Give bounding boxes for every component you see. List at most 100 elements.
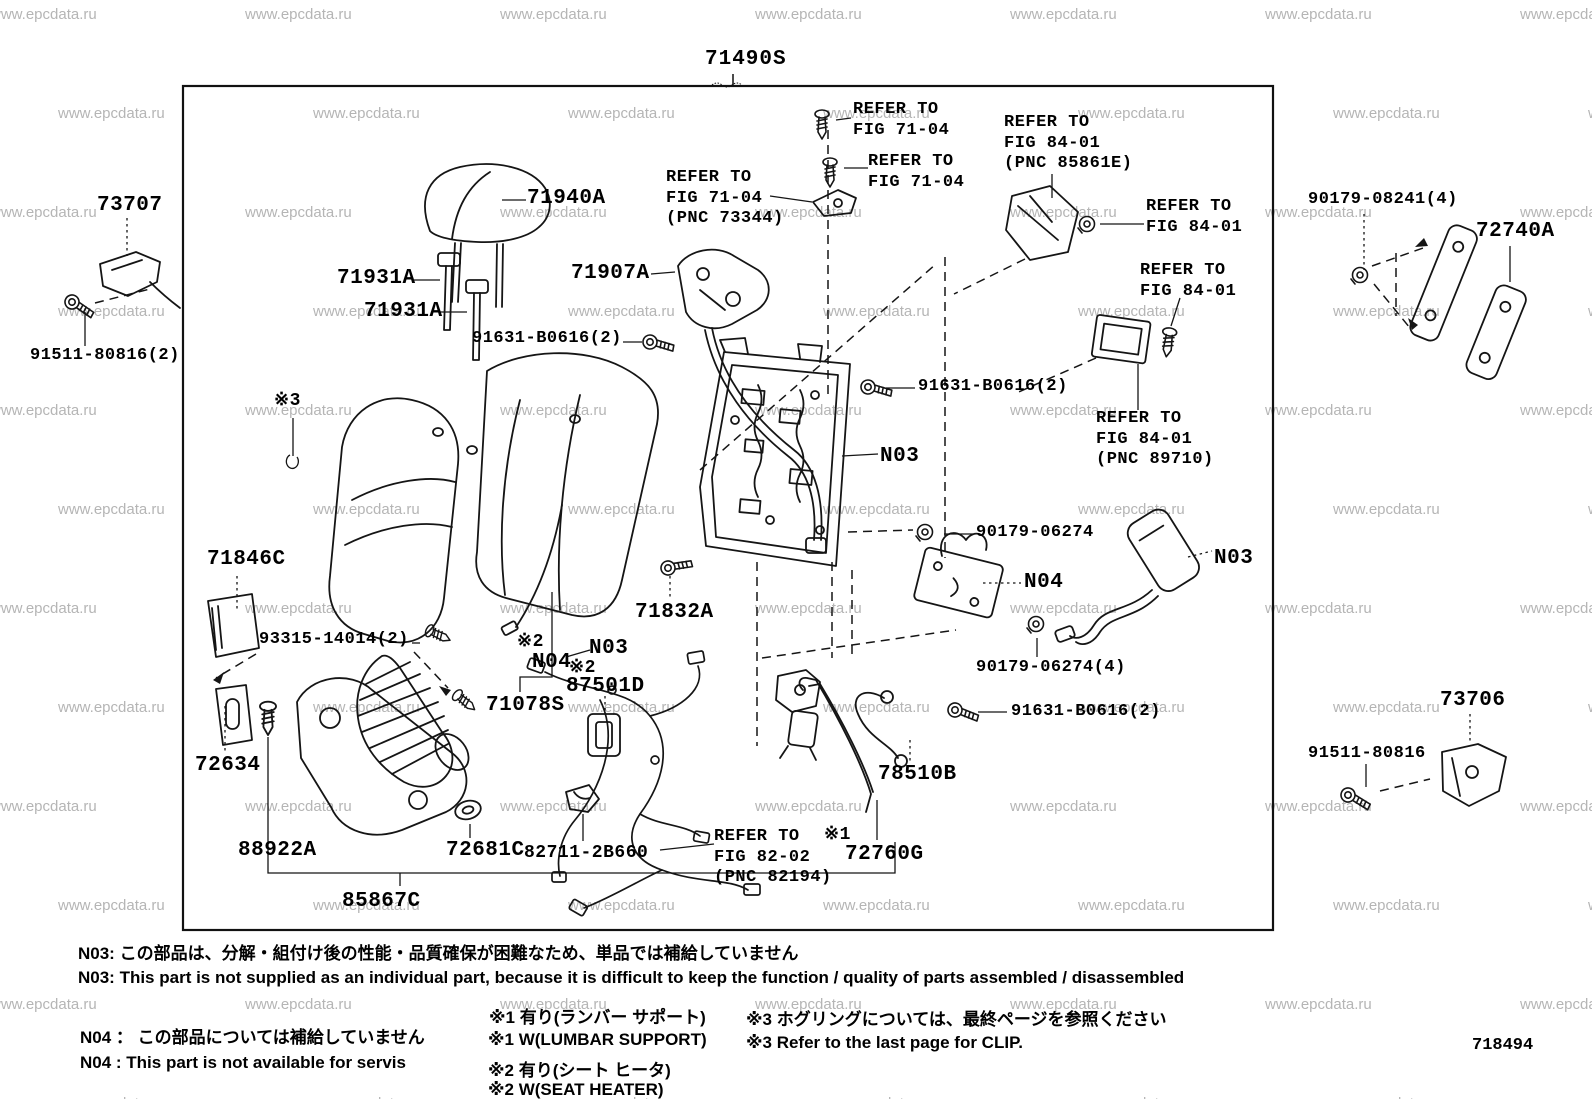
label-part-71931A-1: 71931A xyxy=(337,267,416,290)
watermark-text: www.epcdata.ru xyxy=(755,996,862,1013)
watermark-text: www.epcdata.ru xyxy=(58,699,165,716)
watermark-text: www.epcdata.ru xyxy=(823,1095,930,1099)
rod-drawing xyxy=(798,677,874,813)
figure-number: 718494 xyxy=(1472,1036,1534,1055)
watermark-text: www.epcdata.ru xyxy=(1265,996,1372,1013)
watermark-text: www.epcdata.ru xyxy=(1588,303,1592,320)
note-sym3-en: ※3 Refer to the last page for CLIP. xyxy=(746,1033,1023,1052)
note-sym1-en: ※1 W(LUMBAR SUPPORT) xyxy=(488,1030,707,1049)
watermark-text: www.epcdata.ru xyxy=(1520,600,1592,617)
label-sym-3: ※3 xyxy=(274,391,301,411)
watermark-text: www.epcdata.ru xyxy=(755,204,862,221)
catch-drawing xyxy=(1441,743,1507,807)
watermark-text: www.epcdata.ru xyxy=(58,105,165,122)
dashed-lines xyxy=(94,130,1431,792)
watermark-text: www.epcdata.ru xyxy=(823,699,930,716)
label-refer-fig71-04-pnc73344: REFER TO FIG 71-04 (PNC 73344) xyxy=(666,168,784,229)
watermark-text: www.epcdata.ru xyxy=(1333,105,1440,122)
ecu-89710-drawing xyxy=(1090,314,1152,365)
diagram-border xyxy=(181,84,1275,932)
watermark-text: www.epcdata.ru xyxy=(1265,204,1372,221)
label-refer-fig84-01-b: REFER TO FIG 84-01 xyxy=(1140,261,1237,301)
watermark-text: www.epcdata.ru xyxy=(1265,402,1372,419)
label-part-91511-80816-2: 91511-80816(2) xyxy=(30,346,180,365)
watermark-text: www.epcdata.ru xyxy=(245,402,352,419)
watermark-text: www.epcdata.ru xyxy=(245,798,352,815)
label-part-85867C: 85867C xyxy=(342,890,421,913)
hinge-drawing xyxy=(677,248,827,554)
bracket-85861e-drawing xyxy=(1005,185,1079,261)
grommet-drawing xyxy=(454,799,482,821)
watermark-text: www.epcdata.ru xyxy=(1333,699,1440,716)
label-sym-2a: ※2 xyxy=(517,632,544,652)
lumbar-mechanism-drawing xyxy=(296,654,470,836)
label-part-71078S: 71078S xyxy=(486,694,565,717)
watermark-text: www.epcdata.ru xyxy=(1010,6,1117,23)
label-sym-2b: ※2 xyxy=(569,658,596,678)
bezel-drawing xyxy=(215,684,253,746)
label-part-91631-B0616-2: 91631-B0616(2) xyxy=(918,377,1068,396)
watermark-text: www.epcdata.ru xyxy=(823,897,930,914)
watermark-text: www.epcdata.ru xyxy=(1265,600,1372,617)
label-part-78510B: 78510B xyxy=(878,763,957,786)
switch-drawing xyxy=(913,532,1004,619)
watermark-text: www.epcdata.ru xyxy=(0,600,97,617)
label-part-73707: 73707 xyxy=(97,194,163,217)
note-sym2-jp: ※2 有り(シート ヒータ) xyxy=(488,1061,671,1080)
watermark-text: www.epcdata.ru xyxy=(823,303,930,320)
watermark-text: www.epcdata.ru xyxy=(1078,1095,1185,1099)
label-part-91631-B0616-3: 91631-B0616(2) xyxy=(1011,702,1161,721)
watermark-text: www.epcdata.ru xyxy=(0,996,97,1013)
watermark-text: www.epcdata.ru xyxy=(58,1095,165,1099)
watermark-text: www.epcdata.ru xyxy=(568,1095,675,1099)
watermark-text: www.epcdata.ru xyxy=(245,6,352,23)
dotted-leaders xyxy=(126,214,1471,761)
watermark-text: www.epcdata.ru xyxy=(500,996,607,1013)
label-part-72740A: 72740A xyxy=(1476,220,1555,243)
watermark-text: www.epcdata.ru xyxy=(313,303,420,320)
strap-drawing xyxy=(1409,224,1527,380)
watermark-text: www.epcdata.ru xyxy=(568,699,675,716)
watermark-text: www.epcdata.ru xyxy=(1520,798,1592,815)
watermark-text: www.epcdata.ru xyxy=(823,501,930,518)
label-part-72681C: 72681C xyxy=(446,839,525,862)
watermark-text: www.epcdata.ru xyxy=(1078,699,1185,716)
label-part-91511-80816: 91511-80816 xyxy=(1308,744,1426,763)
watermark-text: www.epcdata.ru xyxy=(500,204,607,221)
label-part-93315-14014-2: 93315-14014(2) xyxy=(259,630,409,649)
label-part-87501D: 87501D xyxy=(566,675,645,698)
watermark-text: www.epcdata.ru xyxy=(1588,699,1592,716)
leader-lines xyxy=(84,117,1511,886)
watermark-text: www.epcdata.ru xyxy=(568,501,675,518)
label-part-91631-B0616-1: 91631-B0616(2) xyxy=(472,329,622,348)
watermark-text: www.epcdata.ru xyxy=(1520,996,1592,1013)
label-refer-fig71-04-a: REFER TO FIG 71-04 xyxy=(853,100,950,140)
buckle-drawing xyxy=(1054,508,1200,645)
note-n04-jp: N04 ： この部品については補給していません xyxy=(80,1028,425,1047)
watermark-text: www.epcdata.ru xyxy=(58,897,165,914)
watermark-text: www.epcdata.ru xyxy=(313,1095,420,1099)
label-part-88922A: 88922A xyxy=(238,839,317,862)
cable-drawing xyxy=(854,690,908,768)
label-part-71931A-2: 71931A xyxy=(364,300,443,323)
watermark-text: www.epcdata.ru xyxy=(1010,798,1117,815)
clamp-drawing xyxy=(565,784,600,813)
watermark-text: www.epcdata.ru xyxy=(1520,204,1592,221)
clip-73707-drawing xyxy=(99,251,181,309)
watermark-text: www.epcdata.ru xyxy=(1078,897,1185,914)
heater-pad-drawing xyxy=(587,713,621,757)
label-refer-fig84-01-pnc89710: REFER TO FIG 84-01 (PNC 89710) xyxy=(1096,409,1214,470)
label-part-72634: 72634 xyxy=(195,754,261,777)
label-part-72760G: 72760G xyxy=(845,843,924,866)
label-part-82711-2B660: 82711-2B660 xyxy=(524,843,649,863)
watermark-text: www.epcdata.ru xyxy=(313,897,420,914)
watermark-text: www.epcdata.ru xyxy=(1588,501,1592,518)
watermark-text: www.epcdata.ru xyxy=(500,402,607,419)
note-sym3-jp: ※3 ホグリングについては、最終ページを参照ください xyxy=(746,1010,1167,1029)
label-part-71832A: 71832A xyxy=(635,601,714,624)
watermark-text: www.epcdata.ru xyxy=(0,798,97,815)
watermark-text: www.epcdata.ru xyxy=(0,204,97,221)
